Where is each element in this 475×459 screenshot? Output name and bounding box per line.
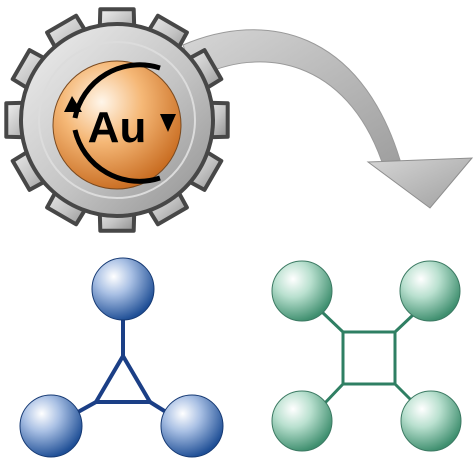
product-bond-top-right [393, 312, 416, 334]
product-square-molecule [271, 260, 462, 452]
product-node-bottom-left [271, 390, 333, 452]
product-bond-top-left [320, 310, 345, 334]
reactant-bond-left [77, 400, 97, 414]
reactant-node-top [91, 257, 155, 321]
gear-inner-ring [38, 41, 196, 199]
arrow-shaft [182, 29, 401, 163]
catalyst-gear: Au [4, 7, 230, 233]
rotation-arrow-right [72, 129, 161, 184]
catalyst-label: Au [88, 103, 147, 152]
product-node-top-right [399, 260, 461, 322]
arrow-head [366, 157, 474, 209]
reactant-triangle-ring [92, 352, 154, 404]
rotation-arrowhead-right-icon [160, 114, 176, 132]
reactant-node-right [160, 394, 224, 458]
product-node-bottom-right [400, 390, 462, 452]
reactant-bond-right [148, 400, 168, 414]
product-bond-bottom-left [321, 382, 345, 407]
rotation-arrowhead-left-icon [64, 96, 82, 112]
product-square-ring [341, 330, 397, 386]
reactant-triangle-molecule [19, 257, 224, 458]
rotation-arrow-left [72, 62, 161, 119]
curved-arrow-icon [182, 29, 474, 209]
product-node-top-left [271, 260, 333, 322]
reactant-node-left [19, 394, 83, 458]
